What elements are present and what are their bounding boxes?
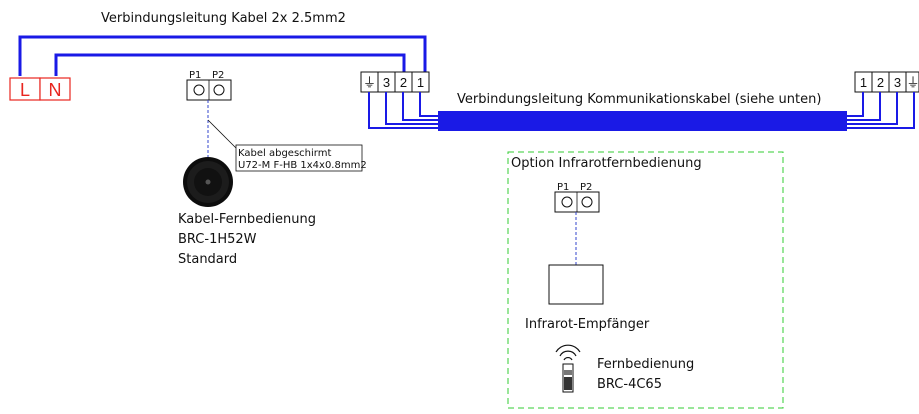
ir-option-frame — [507, 151, 784, 409]
power-wire-n — [54, 53, 406, 78]
power-cable-label: Verbindungsleitung Kabel 2x 2.5mm2 — [101, 11, 346, 26]
ir-option-title: Option Infrarotfernbedienung — [511, 156, 702, 171]
communication-cable-sheath — [438, 111, 847, 131]
outdoor-terminal-2: 2 — [877, 75, 884, 90]
ir-remote-icon — [555, 344, 581, 393]
wired-remote-model: BRC-1H52W — [178, 232, 257, 247]
power-terminal-block: L N — [9, 77, 71, 101]
ir-remote-name: Fernbedienung — [597, 357, 694, 372]
communication-cable — [368, 92, 915, 129]
terminal-l: L — [20, 80, 30, 100]
communication-cable-label: Verbindungsleitung Kommunikationskabel (… — [457, 92, 821, 107]
power-cable — [18, 35, 427, 78]
cable-spec-box: Kabel abgeschirmt U72-M F-HB 1x4x0.8mm2 — [235, 144, 367, 172]
indoor-terminal-2: 2 — [400, 75, 407, 90]
remote-terminal-block: P1 P2 — [186, 70, 232, 101]
indoor-terminal-1: 1 — [417, 75, 424, 90]
indoor-terminal-3: 3 — [383, 75, 390, 90]
indoor-terminal-ground: ⏚ — [363, 75, 376, 90]
ir-remote-model: BRC-4C65 — [597, 377, 662, 392]
outdoor-terminal-3: 3 — [894, 75, 901, 90]
terminal-n: N — [49, 80, 62, 100]
outdoor-terminal-1: 1 — [860, 75, 867, 90]
indoor-terminal-block: ⏚ 3 2 1 — [360, 71, 430, 93]
ir-terminal-p1-label: P1 — [557, 182, 569, 193]
ir-receiver-box — [548, 264, 604, 305]
remote-terminal-p1-label: P1 — [189, 70, 201, 81]
ir-terminal-p2-label: P2 — [580, 182, 592, 193]
ir-receiver-label: Infrarot-Empfänger — [525, 317, 650, 332]
cable-spec-line1: Kabel abgeschirmt — [238, 148, 331, 159]
outdoor-terminal-block: 1 2 3 ⏚ — [854, 71, 919, 93]
cable-spec-line2: U72-M F-HB 1x4x0.8mm2 — [238, 160, 367, 171]
remote-terminal-p2-label: P2 — [212, 70, 224, 81]
wired-remote-name: Kabel-Fernbedienung — [178, 212, 316, 227]
wired-remote-icon — [183, 157, 233, 207]
wired-remote-type: Standard — [178, 252, 237, 267]
power-wire-l — [18, 35, 427, 78]
outdoor-terminal-ground: ⏚ — [906, 75, 919, 90]
cable-spec-leader — [207, 119, 237, 149]
ir-terminal-block: P1 P2 — [554, 182, 600, 213]
